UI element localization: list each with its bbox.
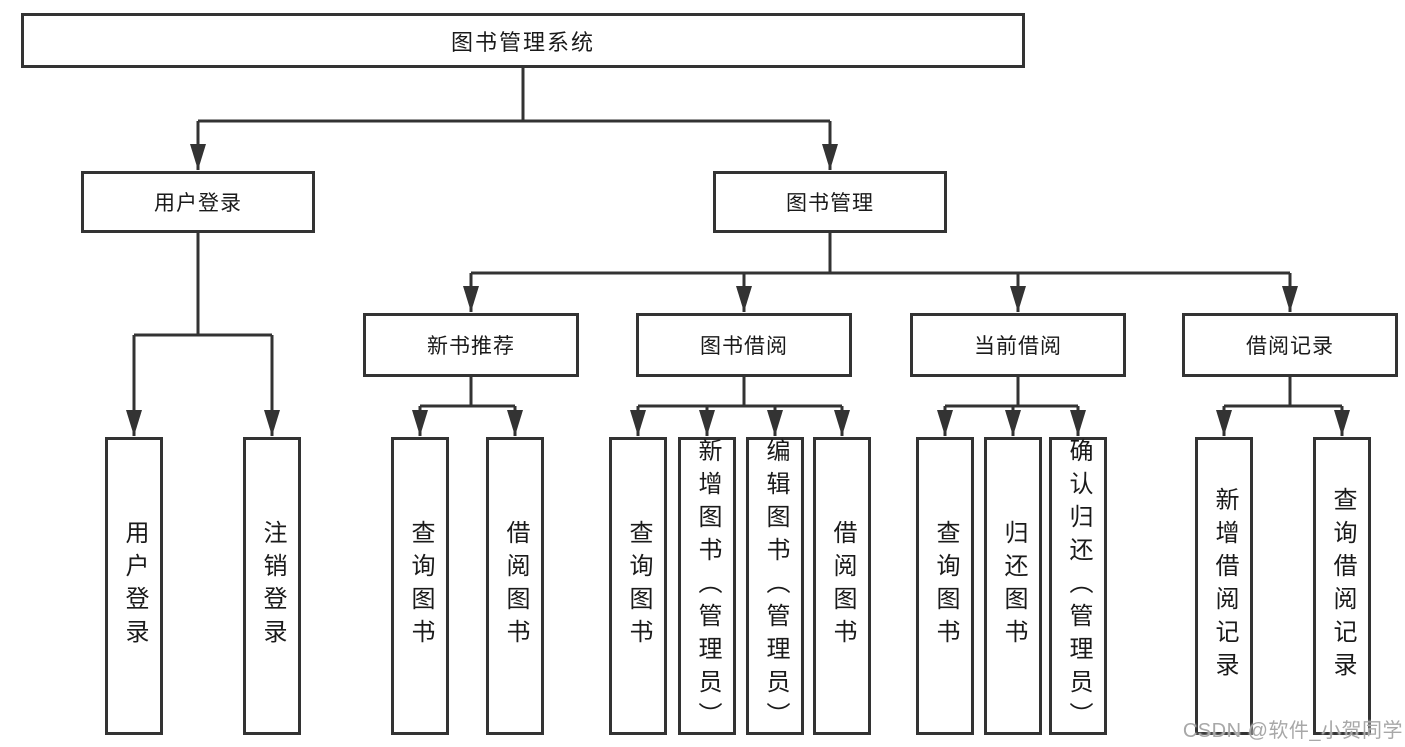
leaf-query-books-current: 查询图书 bbox=[916, 437, 974, 735]
leaf-query-books-borrowing-label: 查询图书 bbox=[625, 520, 652, 652]
node-user-login: 用户登录 bbox=[81, 171, 315, 233]
leaf-borrow-books-borrowing: 借阅图书 bbox=[813, 437, 871, 735]
connector-trunks bbox=[134, 68, 1342, 408]
leaf-logout: 注销登录 bbox=[243, 437, 301, 735]
leaf-add-book-admin-label: 新增图书（管理员） bbox=[694, 437, 721, 735]
leaf-return-books: 归还图书 bbox=[984, 437, 1042, 735]
csdn-watermark: CSDN @软件_小贺同学 bbox=[1182, 720, 1403, 742]
leaf-user-login: 用户登录 bbox=[105, 437, 163, 735]
leaf-add-book-admin: 新增图书（管理员） bbox=[678, 437, 736, 735]
leaf-edit-book-admin: 编辑图书（管理员） bbox=[746, 437, 804, 735]
leaf-logout-label: 注销登录 bbox=[259, 520, 286, 652]
leaf-return-books-label: 归还图书 bbox=[1000, 520, 1027, 652]
leaf-add-borrow-record-label: 新增借阅记录 bbox=[1211, 487, 1238, 685]
leaf-edit-book-admin-label: 编辑图书（管理员） bbox=[762, 437, 789, 735]
node-user-login-label: 用户登录 bbox=[154, 192, 242, 215]
node-borrow-records-label: 借阅记录 bbox=[1246, 335, 1334, 358]
leaf-query-books-recommend-label: 查询图书 bbox=[407, 520, 434, 652]
leaf-query-books-borrowing: 查询图书 bbox=[609, 437, 667, 735]
node-book-borrowing: 图书借阅 bbox=[636, 313, 852, 377]
node-root-label: 图书管理系统 bbox=[450, 29, 595, 55]
leaf-borrow-books-recommend: 借阅图书 bbox=[486, 437, 544, 735]
leaf-borrow-books-recommend-label: 借阅图书 bbox=[502, 520, 529, 652]
leaf-query-borrow-record-label: 查询借阅记录 bbox=[1329, 487, 1356, 685]
node-book-management-label: 图书管理 bbox=[786, 192, 874, 215]
leaf-borrow-books-borrowing-label: 借阅图书 bbox=[829, 520, 856, 652]
node-book-management: 图书管理 bbox=[713, 171, 947, 233]
connector-arrows bbox=[126, 121, 1350, 436]
leaf-add-borrow-record: 新增借阅记录 bbox=[1195, 437, 1253, 735]
leaf-query-borrow-record: 查询借阅记录 bbox=[1313, 437, 1371, 735]
leaf-user-login-label: 用户登录 bbox=[121, 520, 148, 652]
node-root: 图书管理系统 bbox=[21, 13, 1025, 68]
node-book-borrowing-label: 图书借阅 bbox=[700, 335, 788, 358]
node-current-borrowing: 当前借阅 bbox=[910, 313, 1126, 377]
node-borrow-records: 借阅记录 bbox=[1182, 313, 1398, 377]
node-current-borrowing-label: 当前借阅 bbox=[974, 335, 1062, 358]
leaf-confirm-return-admin: 确认归还（管理员） bbox=[1049, 437, 1107, 735]
leaf-query-books-recommend: 查询图书 bbox=[391, 437, 449, 735]
leaf-confirm-return-admin-label: 确认归还（管理员） bbox=[1065, 437, 1092, 735]
node-new-book-recommend: 新书推荐 bbox=[363, 313, 579, 377]
node-new-book-recommend-label: 新书推荐 bbox=[427, 335, 515, 358]
leaf-query-books-current-label: 查询图书 bbox=[932, 520, 959, 652]
